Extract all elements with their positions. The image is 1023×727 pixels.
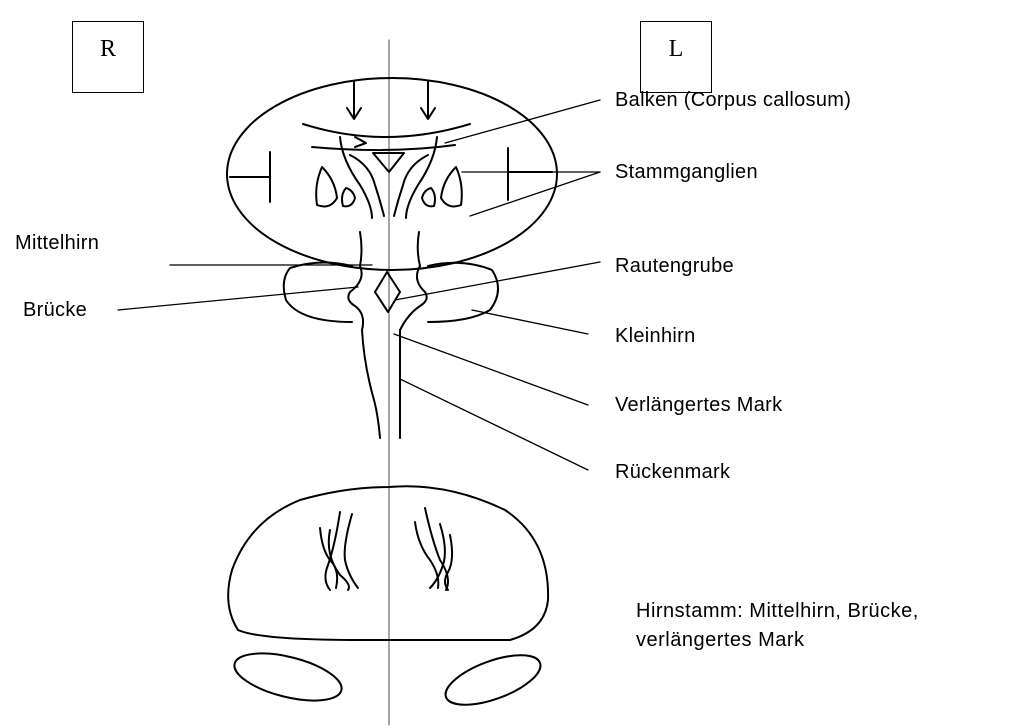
label-balken: Balken (Corpus callosum) [615,88,851,112]
label-verlaengertes-mark: Verlängertes Mark [615,393,782,417]
basal-ganglion-left-inner [422,188,435,206]
label-rueckenmark: Rückenmark [615,460,730,484]
corpus-callosum-upper [303,124,470,137]
left-inner-curve [394,155,428,216]
leader-bruecke [118,287,358,310]
fibre-left-2 [415,522,438,588]
label-stammganglien: Stammganglien [615,160,758,184]
basal-ganglion-left-outer [441,167,462,206]
left-arrow [421,82,435,119]
corpus-callosum-arrowhead [355,137,366,147]
leader-stammganglien-2 [470,172,600,216]
right-inner-curve [350,155,384,216]
label-kleinhirn: Kleinhirn [615,324,696,348]
brainstem-note-line2: verlängertes Mark [636,626,919,655]
corpus-callosum-lower [312,145,455,150]
label-rautengrube: Rautengrube [615,254,734,278]
basal-ganglion-right-outer [316,167,337,206]
left-ventricle-mark [508,148,552,200]
right-arrow [347,82,361,119]
right-side-marker: R [72,21,144,93]
left-side-label: L [669,36,684,63]
brainstem-left [400,266,427,438]
label-mittelhirn: Mittelhirn [15,231,99,255]
basal-ganglion-right-inner [342,188,355,206]
midbrain-right [360,232,362,266]
brainstem-note-line1: Hirnstamm: Mittelhirn, Brücke, [636,597,919,626]
cerebellum-outline [284,262,498,322]
leader-kleinhirn [472,310,588,334]
leader-verlaengertes-mark [394,334,588,405]
left-side-marker: L [640,21,712,93]
leader-balken [445,100,600,143]
flocculus-left [440,645,547,715]
flocculus-right [230,644,346,709]
cerebellum-bottom-outline [228,486,548,640]
fibre-right-3 [345,514,358,588]
midbrain-left [418,232,420,266]
brainstem-note: Hirnstamm: Mittelhirn, Brücke, verlänger… [636,597,919,655]
label-bruecke: Brücke [23,298,87,322]
rhomboid-fossa [375,272,400,312]
leader-rueckenmark [400,379,588,470]
right-ventricle-mark [230,152,270,202]
right-side-label: R [100,36,116,63]
